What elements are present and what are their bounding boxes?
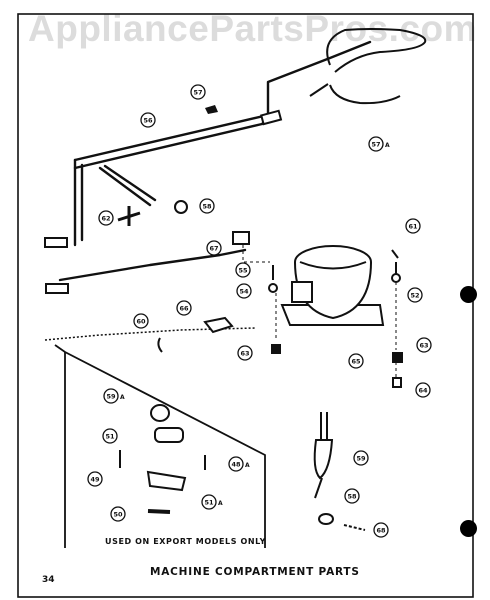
callout-49: 49 [90,476,100,484]
page-border [17,13,474,598]
callout-labels: 57 57 56 58 62 67 55 54 61 52 60 66 63 6… [90,89,428,535]
callout-56: 56 [143,117,153,125]
callout-suffixes: A A A A [120,142,390,507]
connector-left-lower [45,283,69,294]
callout-63-right: 63 [419,342,428,350]
connector-top [260,109,283,126]
part-66 [203,316,234,334]
callout-51: 51 [105,433,115,441]
export-boundary-top [44,327,256,341]
leader-lines [242,245,397,378]
callout-50: 50 [113,511,123,519]
callout-63-left: 63 [240,350,249,358]
power-cord [309,28,427,105]
compressor [280,245,385,326]
callout-62: 62 [101,215,110,223]
part-57-clip [205,105,218,114]
callout-59: 59 [356,455,366,463]
callout-48a: 48 [231,461,241,469]
suffix-48a: A [245,462,250,469]
page-number: 34 [42,575,55,585]
callout-67: 67 [209,245,218,253]
callout-59a: 59 [106,393,116,401]
connector-left-upper [44,237,68,248]
suffix-57a: A [385,142,390,149]
callout-57: 57 [193,89,202,97]
lower-right-parts [313,412,366,531]
part-60-clip [157,337,163,353]
callout-61: 61 [408,223,418,231]
callout-65: 65 [351,358,361,366]
callout-60: 60 [136,318,146,326]
diagram-title: MACHINE COMPARTMENT PARTS [150,566,360,578]
callout-51a: 51 [204,499,214,507]
binder-hole-upper [460,286,477,303]
export-parts [119,404,206,514]
callout-circles [87,84,432,538]
export-note: USED ON EXPORT MODELS ONLY [105,537,267,546]
callout-55: 55 [238,267,248,275]
callout-66: 66 [179,305,189,313]
callout-68: 68 [376,527,386,535]
callout-64: 64 [418,387,428,395]
harness-lines [58,40,372,282]
watermark: AppliancePartsPros.com [28,8,477,49]
part-58-cap [174,200,188,214]
callout-58b: 58 [347,493,357,501]
callout-57a: 57 [371,141,380,149]
suffix-59a: A [120,394,125,401]
binder-hole-lower [460,520,477,537]
callout-58: 58 [202,203,212,211]
callout-54: 54 [239,288,249,296]
export-boundary [54,344,266,548]
part-62-bracket [117,206,141,226]
suffix-51a: A [218,500,223,507]
callout-52: 52 [410,292,419,300]
part-67-relay [232,231,250,245]
